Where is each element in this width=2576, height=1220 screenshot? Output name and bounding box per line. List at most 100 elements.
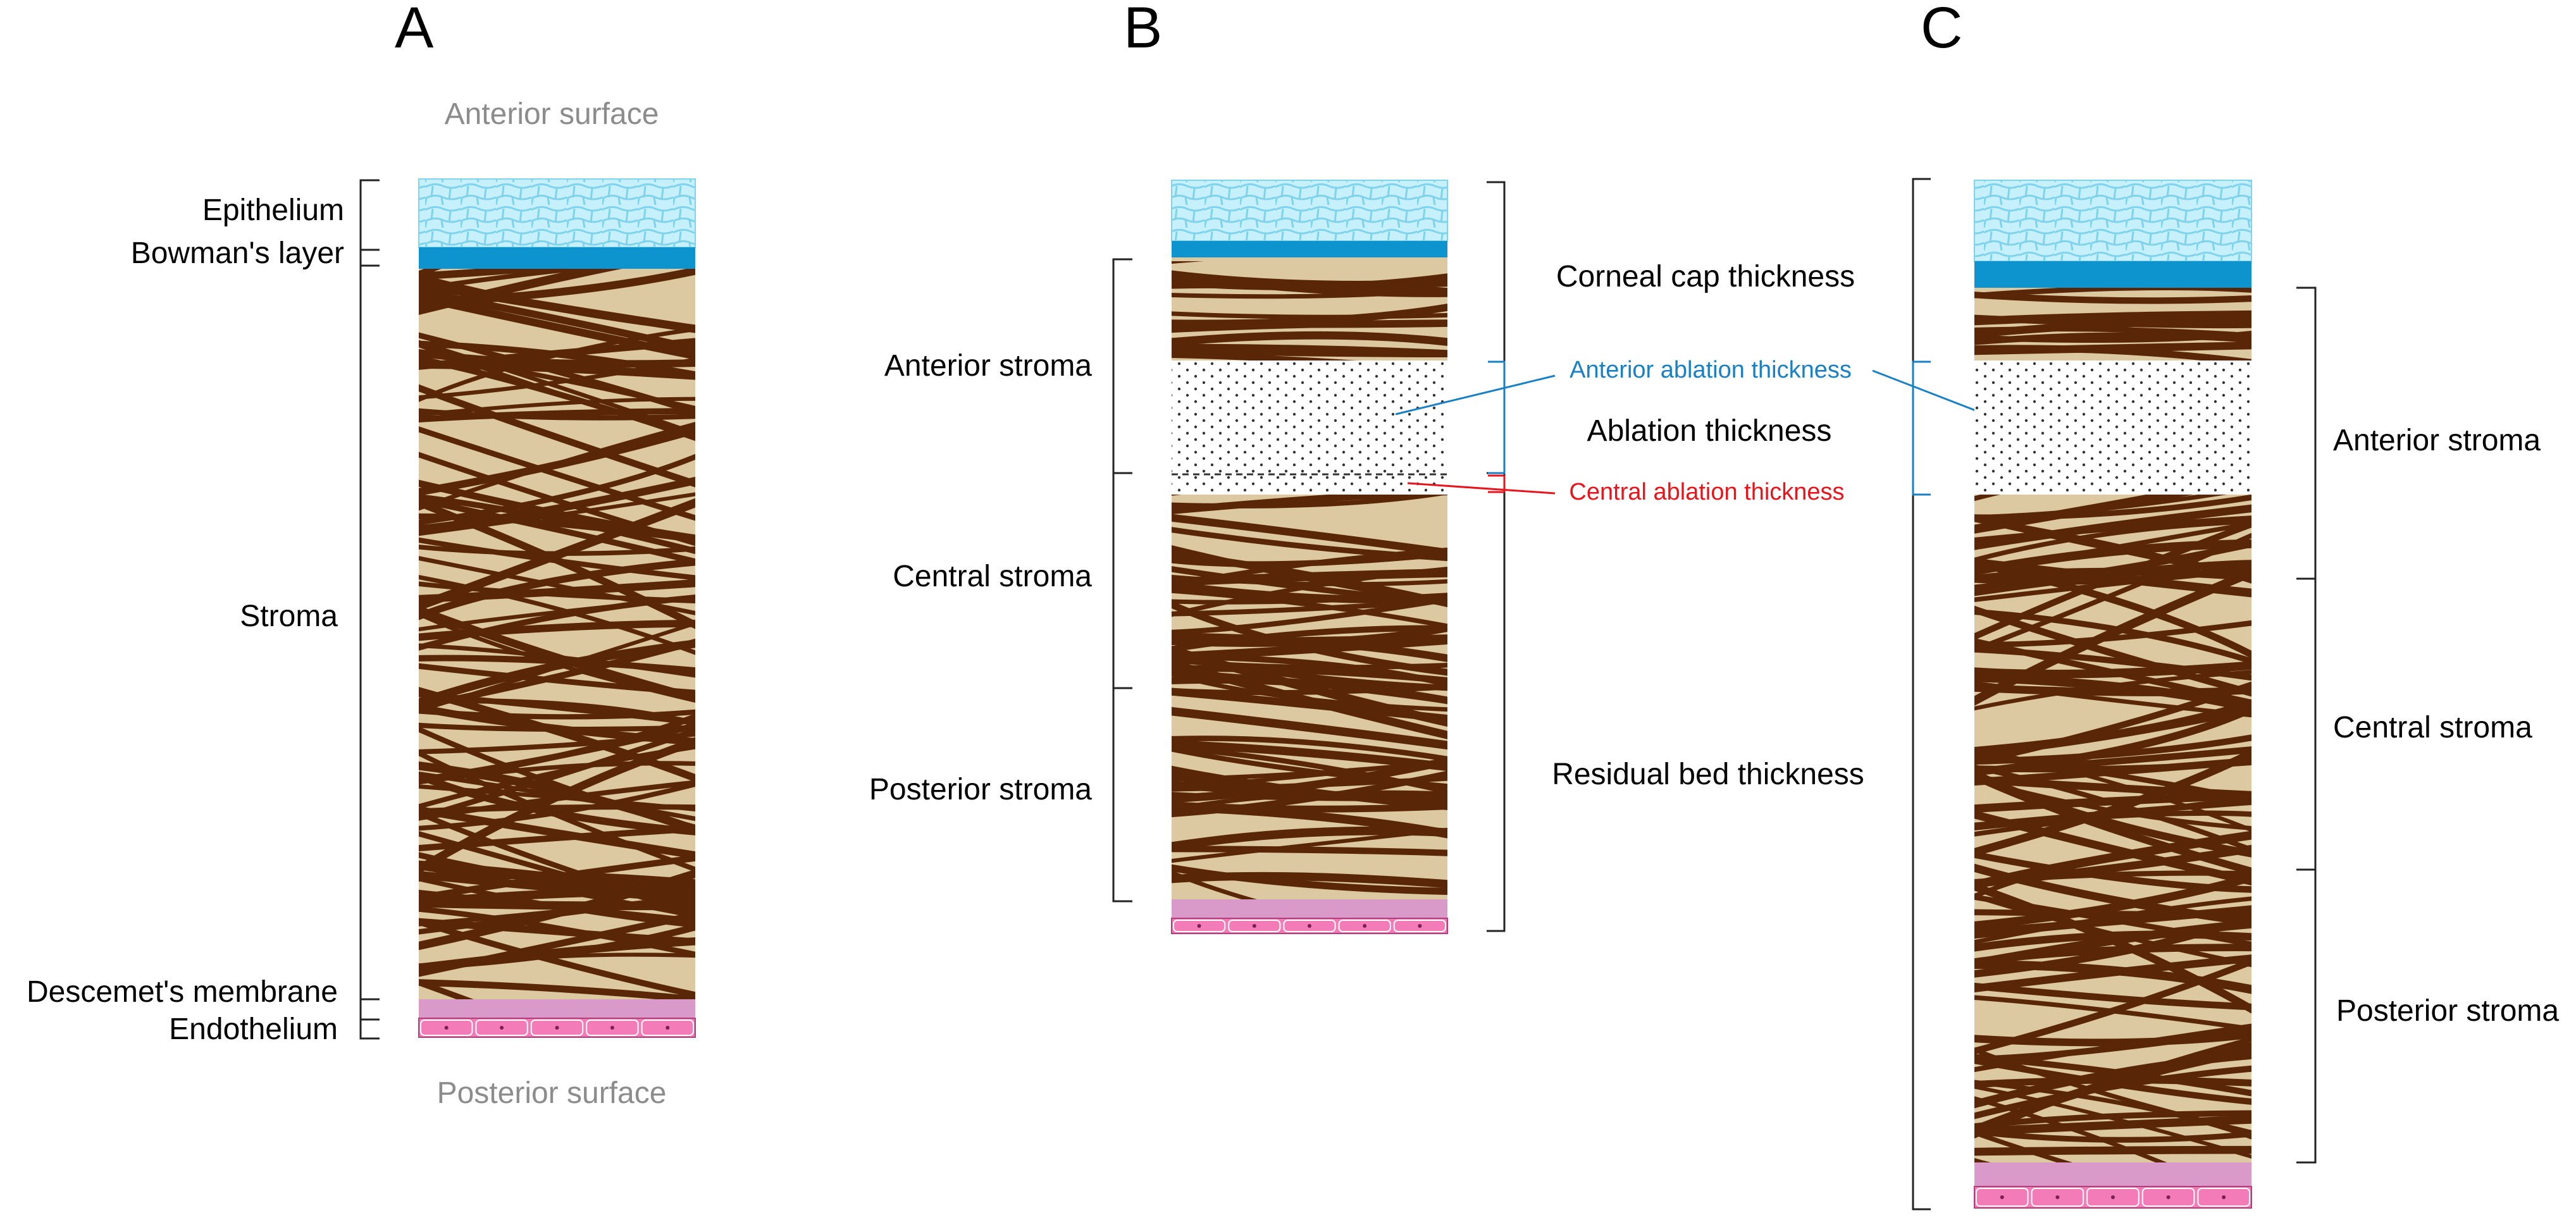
collagen-fiber xyxy=(419,722,695,784)
anterior-ablation-leader xyxy=(1395,374,1556,416)
collagen-fiber xyxy=(419,870,695,903)
collagen-fiber xyxy=(419,780,695,821)
collagen-fiber xyxy=(1172,802,1447,839)
cornea-brackets xyxy=(1912,178,1931,1211)
cell-nucleus xyxy=(2166,1195,2170,1199)
cell-nucleus xyxy=(1197,924,1201,928)
collagen-fiber xyxy=(1974,1057,2251,1105)
collagen-fiber xyxy=(1974,759,2251,773)
collagen-fiber xyxy=(1172,706,1447,750)
collagen-fiber xyxy=(1172,624,1447,647)
anterior-ablation-thickness-label: Anterior ablation thickness xyxy=(1570,357,1852,383)
panel-b: Anterior stroma Central stroma Posterior… xyxy=(869,180,2019,934)
collagen-fiber xyxy=(1974,870,2251,885)
collagen-fiber xyxy=(1974,960,2251,994)
collagen-fiber xyxy=(1974,288,2251,299)
collagen-fiber xyxy=(1974,681,2251,718)
posterior-surface-label: Posterior surface xyxy=(437,1076,667,1110)
collagen-fiber xyxy=(1974,560,2251,596)
collagen-fiber xyxy=(419,397,695,417)
collagen-fiber xyxy=(419,979,474,999)
collagen-fiber xyxy=(419,556,695,615)
collagen-fiber xyxy=(419,269,567,280)
endothelium-layer xyxy=(418,1018,696,1038)
collagen-fiber xyxy=(419,327,695,402)
collagen-fiber xyxy=(1172,846,1447,856)
collagen-fiber xyxy=(1974,747,2251,832)
collagen-fiber xyxy=(1974,944,2251,966)
collagen-fiber xyxy=(1974,851,2251,893)
collagen-fiber xyxy=(1172,568,1447,587)
collagen-fiber xyxy=(419,906,695,958)
collagen-fiber xyxy=(419,708,695,720)
collagen-fiber xyxy=(1974,995,2251,1032)
collagen-fiber xyxy=(1974,1076,2251,1088)
ablation-zone xyxy=(1974,360,2251,495)
collagen-fiber xyxy=(1974,515,2251,544)
collagen-fiber xyxy=(1172,588,1447,629)
collagen-fiber xyxy=(1974,564,2251,585)
endothelium-layer xyxy=(1974,1186,2252,1209)
collagen-fiber xyxy=(419,269,622,316)
collagen-fiber xyxy=(419,280,695,333)
collagen-fiber xyxy=(1974,292,2251,304)
descemets-membrane-layer xyxy=(1172,899,1447,918)
collagen-fiber xyxy=(1974,332,2251,345)
cell-nucleus xyxy=(500,1026,504,1030)
central-stroma-label: Central stroma xyxy=(893,560,1092,593)
collagen-fiber xyxy=(419,619,695,641)
collagen-fiber xyxy=(419,731,695,755)
stroma-label: Stroma xyxy=(240,600,338,633)
collagen-fiber xyxy=(419,496,695,565)
cell-nucleus xyxy=(2055,1195,2060,1199)
residual-bed-thickness-label: Residual bed thickness xyxy=(1552,758,1864,791)
collagen-fiber xyxy=(1172,273,1447,290)
epithelium-label: Epithelium xyxy=(202,194,344,227)
collagen-fiber xyxy=(1172,790,1447,811)
collagen-fiber xyxy=(1172,864,1447,896)
ablation-thickness-label: Ablation thickness xyxy=(1587,414,1832,448)
collagen-fiber xyxy=(1172,776,1447,792)
bowmans-layer xyxy=(1172,241,1447,257)
collagen-fiber xyxy=(1974,620,2251,648)
collagen-fiber xyxy=(1172,670,1447,705)
collagen-fiber xyxy=(1172,736,1447,762)
collagen-fiber xyxy=(419,594,695,651)
collagen-fiber xyxy=(419,899,695,911)
collagen-fiber xyxy=(1172,872,1447,889)
collagen-fibers xyxy=(1974,288,2251,360)
epithelium-layer xyxy=(1171,180,1448,242)
collagen-fiber xyxy=(419,825,695,852)
cell-nucleus xyxy=(2000,1195,2004,1199)
panel-a: Anterior surface Posterior surface Epith… xyxy=(27,97,696,1110)
anterior-surface-label: Anterior surface xyxy=(445,97,659,131)
collagen-fiber xyxy=(1974,905,2251,937)
panel-letter-c: C xyxy=(1921,0,1962,60)
collagen-fiber xyxy=(419,338,695,370)
descemets-membrane-layer xyxy=(419,999,695,1018)
collagen-fiber xyxy=(1172,746,1447,789)
collagen-fiber xyxy=(1974,1145,2251,1156)
epithelium-layer xyxy=(418,178,696,248)
collagen-fiber xyxy=(1172,527,1447,562)
collagen-fiber xyxy=(419,782,695,831)
collagen-fiber xyxy=(1974,1030,2251,1047)
bowmans-layer xyxy=(419,247,695,269)
collagen-fiber xyxy=(419,744,695,810)
collagen-fiber xyxy=(1974,810,2251,886)
collagen-fiber xyxy=(1172,672,1447,712)
cell-nucleus xyxy=(666,1026,670,1030)
cell-nucleus xyxy=(2111,1195,2115,1199)
cell-nucleus xyxy=(1252,924,1256,928)
collagen-fiber xyxy=(419,513,695,543)
collagen-fibers xyxy=(419,269,695,999)
collagen-fibers xyxy=(1172,261,1447,360)
collagen-fiber xyxy=(419,426,695,521)
collagen-fiber xyxy=(1974,1130,2073,1162)
collagen-fiber xyxy=(1974,1051,2251,1109)
collagen-fiber xyxy=(1974,670,2251,711)
panel-c: Anterior stroma Central stroma Posterior… xyxy=(1912,178,2559,1211)
collagen-fiber xyxy=(419,493,695,555)
collagen-fibers xyxy=(1974,495,2251,1162)
collagen-fiber xyxy=(1172,658,1447,670)
